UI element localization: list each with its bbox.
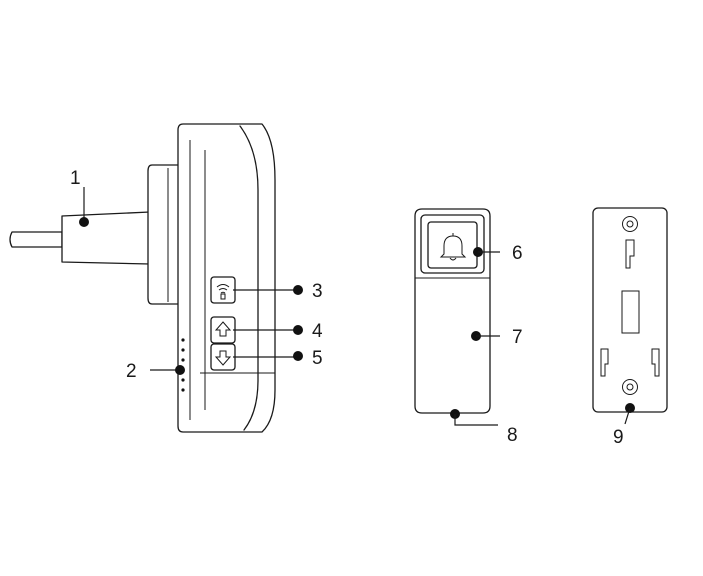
plug-pin [9, 231, 63, 248]
callout-5-pointer [233, 351, 303, 361]
callout-label-5: 5 [312, 348, 323, 369]
callout-3-pointer [233, 285, 303, 295]
screw-hole-bottom [622, 379, 638, 395]
callout-label-2: 2 [126, 361, 137, 382]
callout-label-1: 1 [70, 168, 81, 189]
callout-label-9: 9 [613, 427, 624, 448]
callout-9-pointer [624, 403, 635, 425]
callout-2-pointer [150, 365, 185, 375]
receiver-front-face [239, 125, 259, 431]
callout-4-pointer [233, 325, 303, 335]
receiver-unit [9, 123, 276, 433]
bracket-clip-top [625, 239, 635, 269]
callout-1-pointer [79, 187, 89, 227]
bracket-plate [592, 207, 668, 413]
transmitter-unit [414, 208, 491, 414]
wifi-icon [216, 284, 230, 300]
callout-6-pointer [473, 247, 500, 257]
callout-label-6: 6 [512, 243, 523, 264]
arrow-down-icon [214, 350, 232, 366]
callout-label-3: 3 [312, 281, 323, 302]
callout-8-pointer [450, 409, 498, 426]
screw-hole-top [622, 216, 638, 232]
callout-label-7: 7 [512, 327, 523, 348]
bracket-center-slot [621, 290, 640, 334]
callout-7-pointer [471, 331, 500, 341]
callout-label-8: 8 [507, 425, 518, 446]
pairing-button[interactable] [210, 276, 236, 304]
plug-base [61, 211, 151, 265]
back-plate [147, 164, 185, 305]
volume-down-button[interactable] [210, 343, 236, 371]
speaker-holes [181, 338, 185, 392]
callout-label-4: 4 [312, 321, 323, 342]
bell-button[interactable] [427, 221, 478, 269]
bracket-clip-left [600, 348, 609, 377]
volume-up-button[interactable] [210, 316, 236, 344]
mounting-bracket [592, 207, 668, 413]
arrow-up-icon [214, 321, 232, 337]
bell-icon [439, 233, 467, 261]
bracket-clip-right [651, 348, 660, 377]
